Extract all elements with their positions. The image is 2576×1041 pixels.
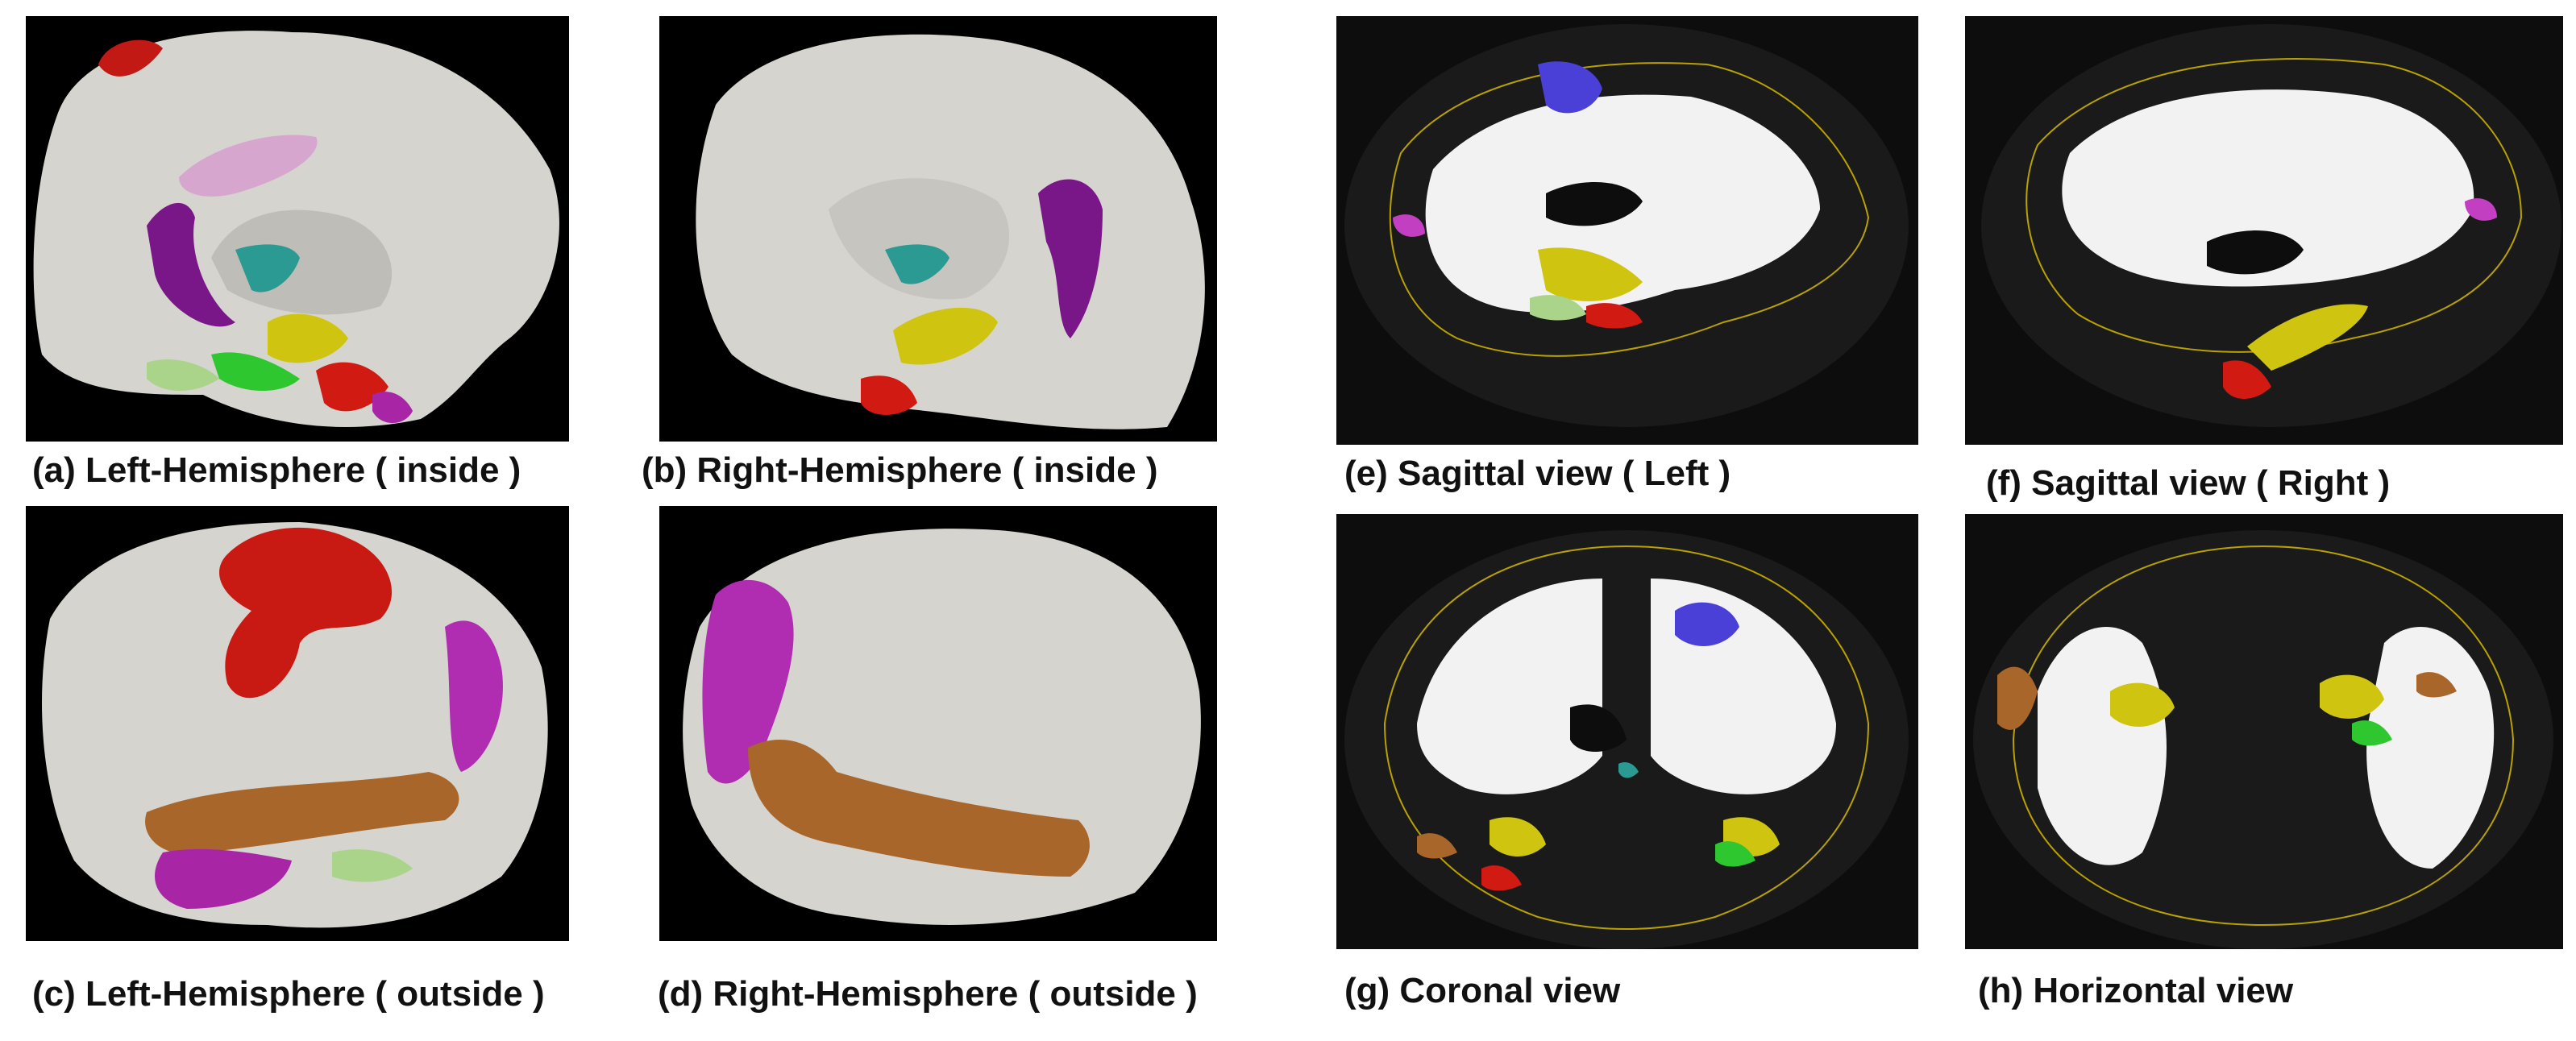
panel-h-caption: (h) Horizontal view [1978,971,2294,1010]
left-hemisphere-medial-surface [33,31,559,428]
panel-c-caption: (c) Left-Hemisphere ( outside ) [32,974,545,1014]
coronal-mri-slice [1344,530,1909,949]
panel-e-caption: (e) Sagittal view ( Left ) [1344,454,1731,493]
right-hemisphere-medial-surface [696,34,1205,429]
panel-g-caption: (g) Coronal view [1344,971,1621,1010]
panel-f-caption: (f) Sagittal view ( Right ) [1986,463,2391,503]
panel-g-coronal-image [1336,514,1918,949]
sagittal-right-mri-slice [1981,24,2561,427]
panel-d-right-hemisphere-outside-image [659,506,1217,941]
right-hemisphere-lateral-surface [683,529,1201,925]
panel-h-horizontal-image [1965,514,2563,949]
panel-a-caption: (a) Left-Hemisphere ( inside ) [32,450,521,490]
panel-f-sagittal-right-image [1965,16,2563,445]
panel-e-sagittal-left-image [1336,16,1918,445]
panel-a-left-hemisphere-inside-image [26,16,569,442]
sagittal-left-mri-slice [1344,24,1909,427]
panel-d-caption: (d) Right-Hemisphere ( outside ) [658,974,1198,1014]
panel-b-caption: (b) Right-Hemisphere ( inside ) [642,450,1158,490]
panel-c-left-hemisphere-outside-image [26,506,569,941]
panel-b-right-hemisphere-inside-image [659,16,1217,442]
horizontal-mri-slice [1973,530,2553,949]
left-hemisphere-lateral-surface [42,522,548,928]
